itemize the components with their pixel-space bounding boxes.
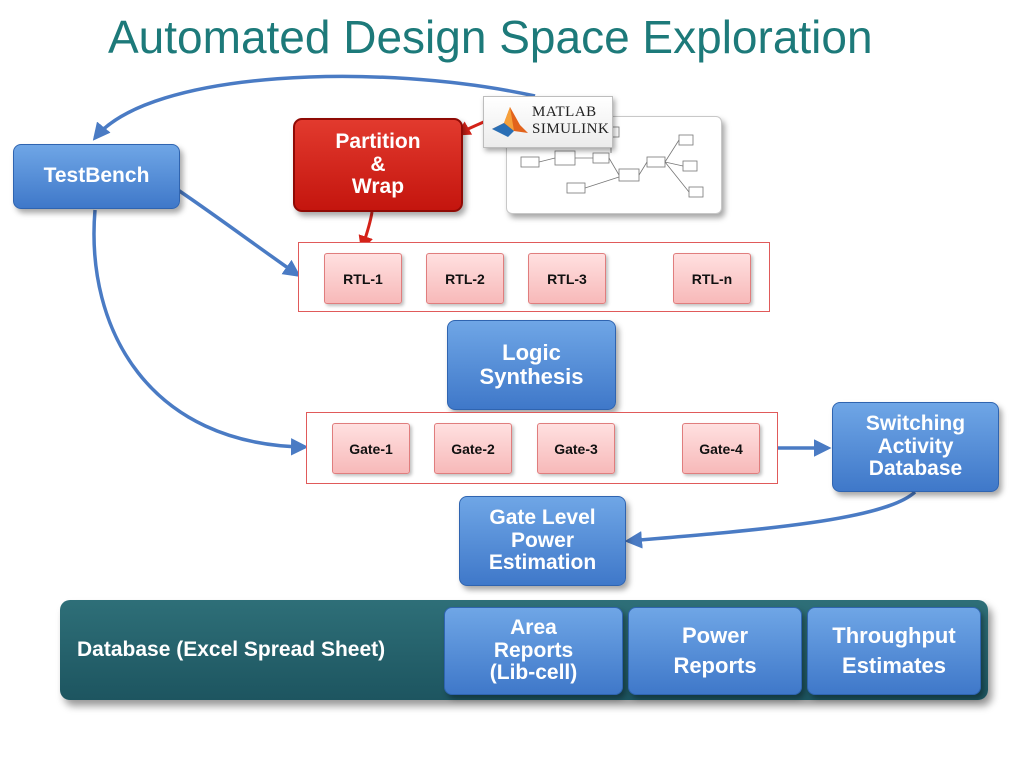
arrow-testbench-to-gate [92,209,309,456]
power-reports-box: Power Reports [628,607,802,695]
testbench-box: TestBench [13,144,180,209]
matlab-membrane-icon [492,107,528,137]
simulink-model-icon [520,126,704,198]
matlab-simulink-logo [483,96,613,148]
arrow-matlab-to-testbench [92,74,536,141]
gate-level-power-estimation-box: Gate Level Power Estimation [459,496,626,586]
gate-block: Gate-1 [332,423,410,474]
rtl-block: RTL-2 [426,253,504,304]
rtl-block: RTL-n [673,253,751,304]
switching-activity-database-box: Switching Activity Database [832,402,999,492]
gate-block: Gate-3 [537,423,615,474]
matlab-logo-text: MATLAB SIMULINK [532,104,609,137]
gate-block: Gate-2 [434,423,512,474]
logic-synthesis-box: Logic Synthesis [447,320,616,410]
throughput-estimates-box: Throughput Estimates [807,607,981,695]
matlab-logo-line1: MATLAB [532,104,597,120]
arrow-switching-to-power-estimation [624,490,917,549]
arrow-testbench-to-rtl [177,188,301,278]
gate-block: Gate-4 [682,423,760,474]
rtl-block: RTL-1 [324,253,402,304]
partition-wrap-box: Partition & Wrap [293,118,463,212]
simulink-model-window [506,116,722,214]
page-title: Automated Design Space Exploration [108,11,873,63]
area-reports-box: Area Reports (Lib-cell) [444,607,623,695]
rtl-block: RTL-3 [528,253,606,304]
matlab-logo-line2: SIMULINK [532,120,610,137]
database-label: Database (Excel Spread Sheet) [77,638,386,661]
